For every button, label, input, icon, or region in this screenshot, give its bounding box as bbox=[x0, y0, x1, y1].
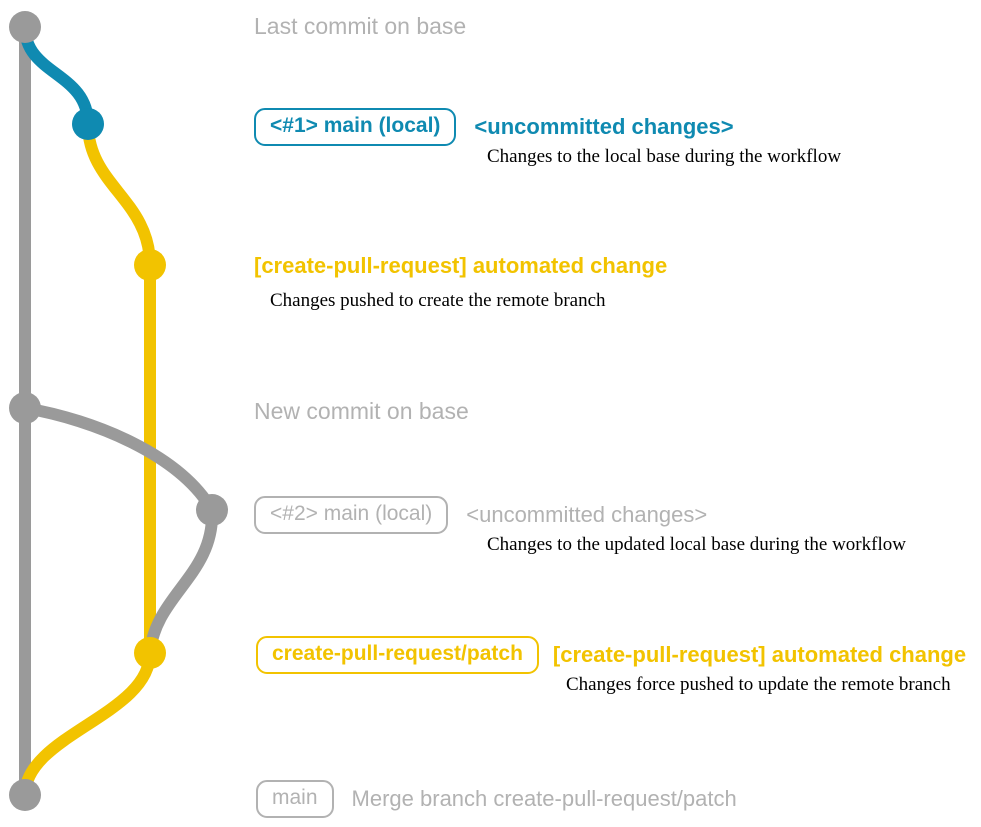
commit-node-base-top[interactable] bbox=[9, 11, 41, 43]
commit-node-base-new[interactable] bbox=[9, 392, 41, 424]
commit-node-local-1[interactable] bbox=[72, 108, 104, 140]
rebase-branch-line bbox=[19, 402, 219, 659]
headline-uncommitted-changes-2: <uncommitted changes> bbox=[466, 502, 708, 528]
note-local-commit-2: Changes to the updated local base during… bbox=[487, 534, 906, 555]
headline-automated-change-1: [create-pull-request] automated change bbox=[254, 253, 668, 278]
row-automated-change-1: [create-pull-request] automated change bbox=[254, 253, 667, 278]
branch-pill-main-local-1[interactable]: <#1> main (local) bbox=[254, 108, 457, 146]
commit-node-local-2[interactable] bbox=[196, 494, 228, 526]
row-automated-change-2: create-pull-request/patch [create-pull-r… bbox=[256, 636, 966, 674]
headline-merge-branch: Merge branch create-pull-request/patch bbox=[351, 786, 737, 812]
note-automated-change-1: Changes pushed to create the remote bran… bbox=[270, 290, 606, 311]
branch-pill-main-local-2[interactable]: <#2> main (local) bbox=[254, 496, 449, 534]
yellow-branch-line bbox=[82, 118, 156, 659]
commit-node-automated-2[interactable] bbox=[134, 637, 166, 669]
row-local-commit-1: <#1> main (local) <uncommitted changes> bbox=[254, 108, 734, 146]
blue-branch-line bbox=[19, 21, 94, 130]
commit-node-automated-1[interactable] bbox=[134, 249, 166, 281]
headline-automated-change-2: [create-pull-request] automated change bbox=[552, 642, 967, 668]
branch-pill-main[interactable]: main bbox=[256, 780, 334, 818]
row-merge: main Merge branch create-pull-request/pa… bbox=[256, 780, 737, 818]
label-new-commit-on-base: New commit on base bbox=[254, 398, 469, 424]
commit-node-merge[interactable] bbox=[9, 779, 41, 811]
merge-line bbox=[19, 647, 156, 801]
note-automated-change-2: Changes force pushed to update the remot… bbox=[566, 674, 951, 695]
row-local-commit-2: <#2> main (local) <uncommitted changes> bbox=[254, 496, 707, 534]
commit-graph-svg bbox=[9, 11, 228, 811]
label-last-commit-on-base: Last commit on base bbox=[254, 13, 467, 39]
headline-uncommitted-changes-1: <uncommitted changes> bbox=[474, 114, 734, 140]
note-local-commit-1: Changes to the local base during the wor… bbox=[487, 146, 842, 167]
branch-pill-create-pull-request-patch[interactable]: create-pull-request/patch bbox=[256, 636, 539, 674]
